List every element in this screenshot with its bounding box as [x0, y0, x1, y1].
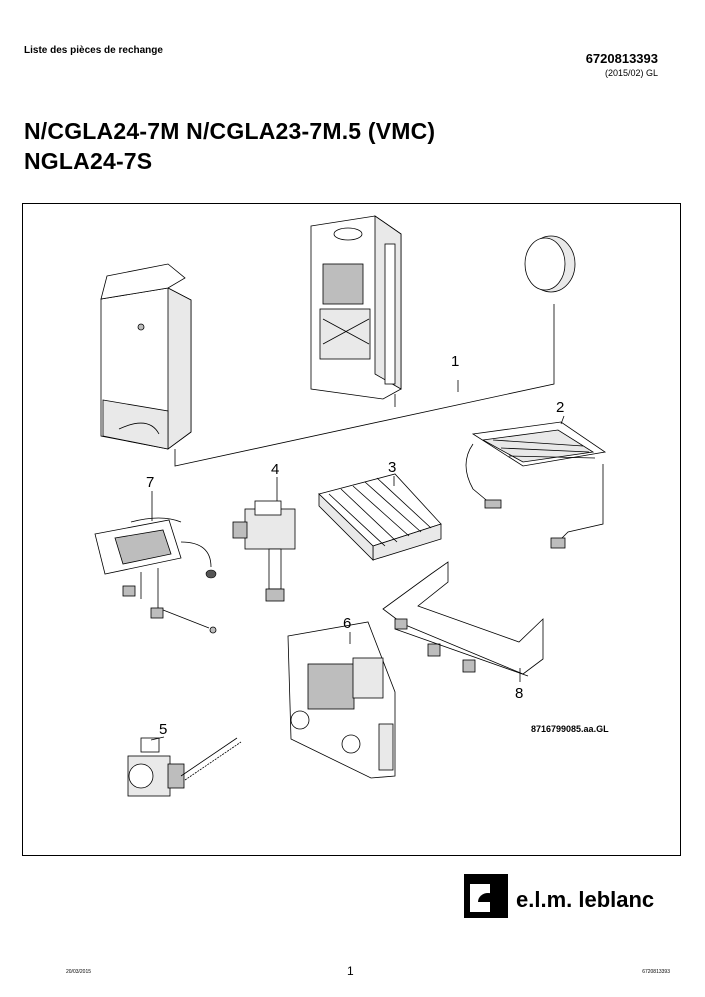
callout-1-leaders [174, 304, 555, 467]
parts-drawing: 1 2 3 4 5 6 7 8 8716799085.aa.GL [94, 215, 609, 797]
callout-5: 5 [159, 721, 167, 738]
drawing-reference: 8716799085.aa.GL [531, 724, 609, 734]
elm-leblanc-logo: e.l.m. leblanc [464, 874, 659, 918]
callout-3: 3 [388, 459, 396, 476]
document-number: 6720813393 [585, 51, 658, 66]
brand-name: e.l.m. leblanc [516, 887, 654, 912]
gas-valve [232, 500, 296, 602]
model-title-line-2: NGLA24-7S [24, 148, 153, 174]
boiler-frame [310, 215, 402, 400]
control-panel [287, 621, 396, 779]
callout-6: 6 [343, 615, 351, 632]
callout-4: 4 [271, 461, 279, 478]
page-number: 1 [347, 964, 354, 978]
footer-date: 20/03/2015 [66, 969, 92, 975]
callout-8: 8 [515, 685, 523, 702]
document-type-label: Liste des pièces de rechange [24, 45, 163, 56]
callout-7: 7 [146, 474, 154, 491]
heat-exchanger [318, 473, 442, 561]
brand-logo-mark: e.l.m. leblanc [464, 874, 654, 918]
document-edition: (2015/02) GL [604, 68, 658, 78]
boiler-casing [100, 263, 192, 450]
expansion-vessel [524, 235, 576, 293]
burner-assembly [465, 421, 607, 549]
callout-1: 1 [451, 353, 459, 370]
circulation-pump [127, 737, 242, 797]
hydraulic-manifold [382, 561, 544, 677]
model-title-line-1: N/CGLA24-7M N/CGLA23-7M.5 (VMC) [24, 118, 436, 144]
callout-2: 2 [556, 399, 564, 416]
exploded-parts-diagram: 1 2 3 4 5 6 7 8 8716799085.aa.GL [22, 203, 681, 856]
footer-document-number: 6720813393 [642, 969, 670, 975]
hydraulic-block [94, 517, 217, 634]
